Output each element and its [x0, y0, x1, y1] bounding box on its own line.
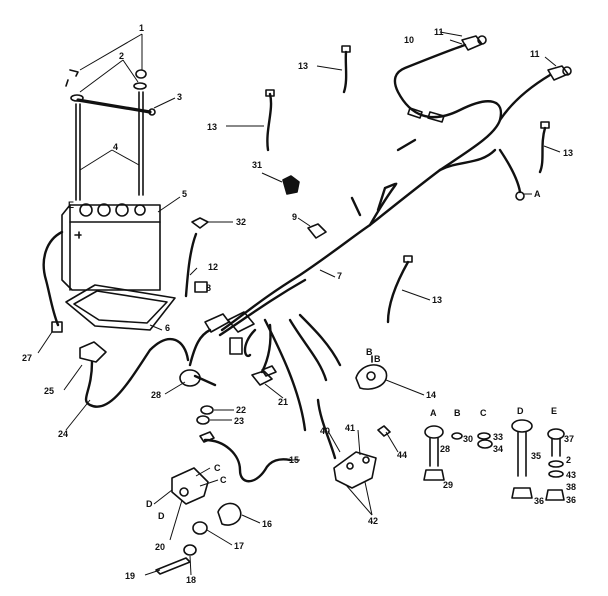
callout-8: 8 — [206, 283, 211, 293]
ignition-switch-assembly — [155, 431, 292, 575]
solenoid — [316, 398, 391, 489]
letter-a-connector: A — [534, 189, 541, 199]
callout-36-a: 36 — [534, 496, 544, 506]
callout-18: 18 — [186, 575, 196, 585]
letter-d-bolt: D — [517, 406, 524, 416]
letter-e-battery: E — [68, 200, 74, 210]
callout-13-b: 13 — [207, 122, 217, 132]
callout-26: 28 — [151, 390, 161, 400]
letter-e-bolt: E — [551, 406, 557, 416]
callout-11-a: 11 — [434, 27, 444, 37]
callout-14: 14 — [426, 390, 436, 400]
callout-22: 22 — [236, 405, 246, 415]
letter-d-2: D — [158, 511, 165, 521]
callout-35: 35 — [531, 451, 541, 461]
battery — [61, 203, 161, 291]
switch-21 — [251, 365, 277, 386]
callout-12: 12 — [208, 262, 218, 272]
callout-3: 3 — [177, 92, 182, 102]
callout-43: 43 — [566, 470, 576, 480]
battery-cable — [42, 230, 64, 333]
callout-40: 40 — [320, 426, 330, 436]
ground-cable — [79, 313, 230, 408]
harness-clip — [184, 217, 209, 298]
callout-6: 6 — [165, 323, 170, 333]
letter-c-1: C — [214, 463, 221, 473]
callout-44: 44 — [397, 450, 407, 460]
callout-34: 34 — [493, 444, 503, 454]
callout-27: 27 — [22, 353, 32, 363]
callout-23: 23 — [234, 416, 244, 426]
light-harness — [393, 35, 572, 201]
battery-hold-down — [65, 69, 156, 201]
callout-24: 24 — [58, 429, 68, 439]
callout-numbers: 1 2 3 4 5 6 7 8 9 10 11 11 12 13 13 13 1… — [22, 23, 576, 585]
callout-4: 4 — [113, 142, 118, 152]
callout-13-d: 13 — [432, 295, 442, 305]
main-harness — [218, 168, 442, 432]
callout-28: 28 — [440, 444, 450, 454]
callout-30: 30 — [463, 434, 473, 444]
letter-b-1: B — [366, 347, 373, 357]
callout-19: 19 — [125, 571, 135, 581]
small-connectors — [282, 175, 327, 239]
letter-c-bolt: C — [480, 408, 487, 418]
callout-13-c: 13 — [563, 148, 573, 158]
battery-tray — [65, 284, 176, 331]
callout-21: 21 — [278, 397, 288, 407]
washers-22-23 — [196, 405, 214, 425]
callout-13-a: 13 — [298, 61, 308, 71]
callout-38: 38 — [566, 482, 576, 492]
callout-7: 7 — [337, 271, 342, 281]
callout-37: 37 — [564, 434, 574, 444]
callout-2-b: 2 — [566, 455, 571, 465]
callout-32: 32 — [236, 217, 246, 227]
loose-wires — [265, 45, 550, 324]
letter-c-2: C — [220, 475, 227, 485]
callout-25: 25 — [44, 386, 54, 396]
callout-41: 41 — [345, 423, 355, 433]
callout-17: 17 — [234, 541, 244, 551]
callout-33: 33 — [493, 432, 503, 442]
leader-lines — [37, 31, 561, 576]
callout-10: 10 — [404, 35, 414, 45]
relay-switch — [355, 355, 388, 390]
letter-a-bolt: A — [430, 408, 437, 418]
bolt-kit — [423, 419, 565, 501]
callout-36-b: 36 — [566, 495, 576, 505]
letter-b-2: B — [374, 354, 381, 364]
callout-2: 2 — [119, 51, 124, 61]
callout-5: 5 — [182, 189, 187, 199]
callout-letters: A B B E C C D D A B C D E — [68, 189, 557, 521]
callout-29: 29 — [443, 480, 453, 490]
callout-9: 9 — [292, 212, 297, 222]
callout-11-b: 11 — [530, 49, 540, 59]
letter-b-bolt: B — [454, 408, 461, 418]
callout-15: 15 — [289, 455, 299, 465]
callout-42: 42 — [368, 516, 378, 526]
callout-16: 16 — [262, 519, 272, 529]
callout-31: 31 — [252, 160, 262, 170]
callout-20: 20 — [155, 542, 165, 552]
letter-d-1: D — [146, 499, 153, 509]
callout-1: 1 — [139, 23, 144, 33]
